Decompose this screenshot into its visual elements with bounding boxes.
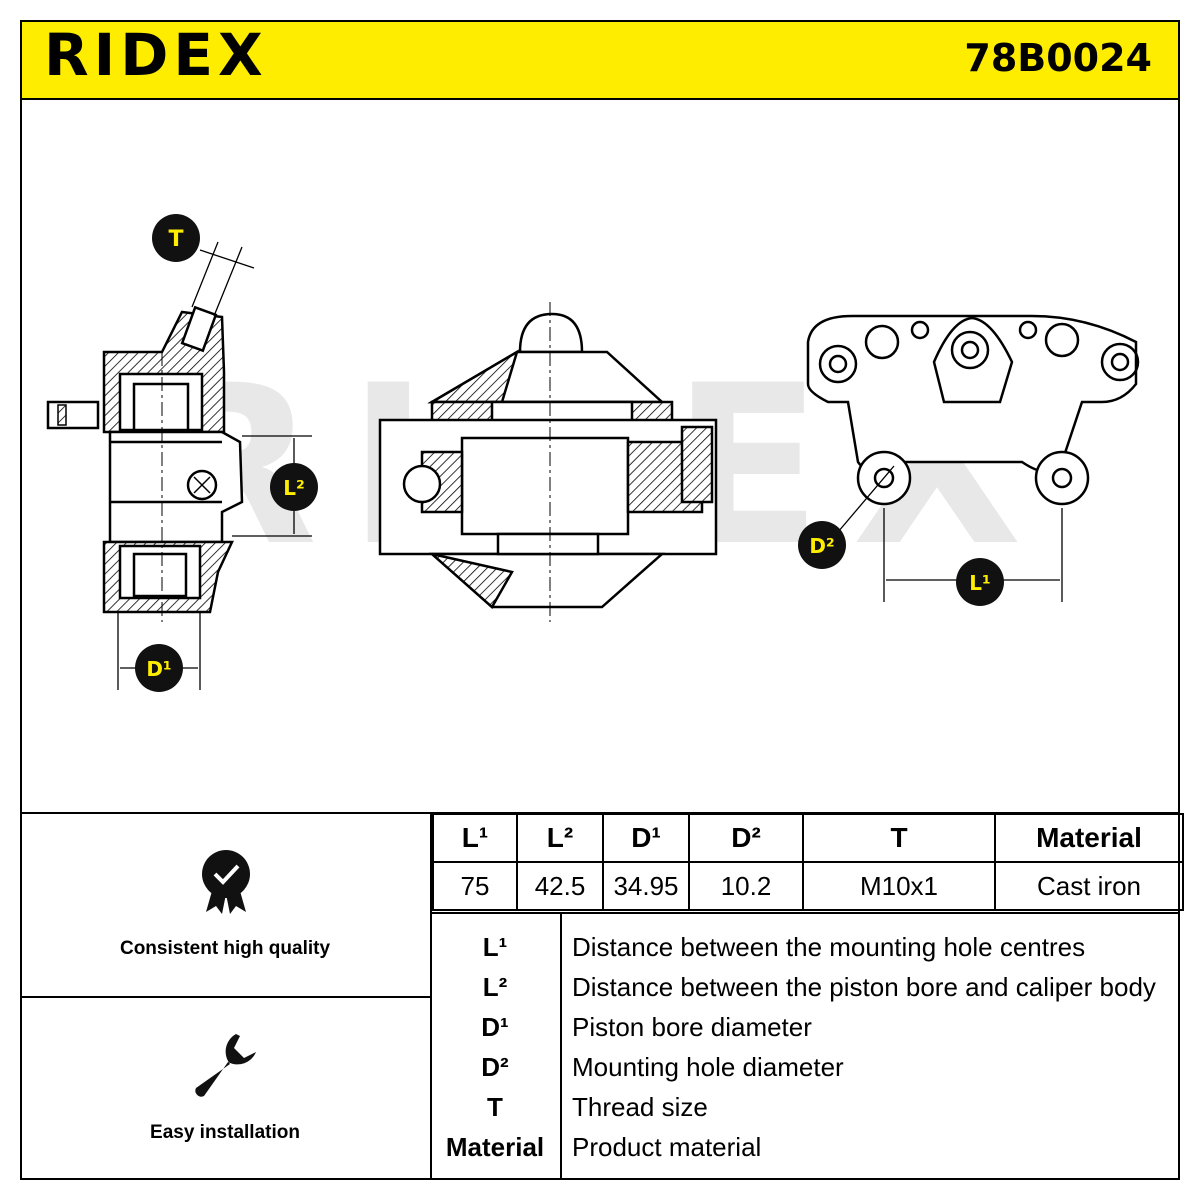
spec-value-cell: 42.5 [516,861,604,911]
caliper-technical-drawing: RIDEX [46,214,1140,692]
badge-l1-label: L¹ [969,571,991,595]
legend-key: Material [445,1131,545,1162]
features-row-divider [20,996,432,998]
wrench-icon [195,1034,256,1097]
feature-label-installation: Easy installation [150,1122,300,1143]
legend-desc: Piston bore diameter [572,1011,812,1042]
legend-desc: Product material [572,1131,762,1162]
legend-desc: Distance between the mounting hole centr… [572,931,1086,962]
thread-dimension [191,241,255,317]
legend-desc: Distance between the piston bore and cal… [572,971,1156,1002]
spec-value-cell: Cast iron [994,861,1184,911]
badge-t: T [152,214,200,262]
badge-l2: L² [270,463,318,511]
back-view [806,314,1140,506]
spec-header-cell: D² [688,813,804,863]
legend-row: Material Product material [432,1127,761,1167]
feature-label-quality: Consistent high quality [119,938,331,959]
legend-key: L² [482,971,508,1002]
badge-d1-label: D¹ [146,657,171,681]
spec-header-cell: D¹ [602,813,690,863]
legend-row: L² Distance between the piston bore and … [432,967,1156,1007]
badge-t-label: T [168,227,183,252]
badge-l2-label: L² [283,476,305,500]
side-section-view [46,305,244,622]
legend-row: L¹ Distance between the mounting hole ce… [432,927,1085,967]
legend-row: T Thread size [432,1087,708,1127]
spec-header-cell: L² [516,813,604,863]
legend-key: L¹ [482,931,508,962]
section-divider-top [20,812,1180,814]
legend-key-divider [560,914,562,1180]
quality-badge-icon [202,850,250,914]
legend-key: D² [481,1051,509,1082]
spec-table: L¹ L² D¹ D² T Material 75 42.5 34.95 10.… [432,813,1184,911]
legend-divider-top [432,912,1180,914]
badge-d1: D¹ [135,644,183,692]
legend-key: T [487,1091,503,1122]
spec-value-cell: M10x1 [802,861,996,911]
legend-desc: Mounting hole diameter [572,1051,844,1082]
brand-logo: RIDEX [44,21,268,89]
legend-row: D¹ Piston bore diameter [432,1007,812,1047]
header-bar [20,20,1180,100]
part-number: 78B0024 [964,36,1152,80]
badge-d2-label: D² [809,534,834,558]
spec-value-cell: 75 [432,861,518,911]
legend-row: D² Mounting hole diameter [432,1047,843,1087]
spec-header-cell: Material [994,813,1184,863]
legend-desc: Thread size [572,1091,708,1122]
spec-header-cell: T [802,813,996,863]
spec-value-cell: 10.2 [688,861,804,911]
spec-header-cell: L¹ [432,813,518,863]
badge-l1: L¹ [956,558,1004,606]
legend-key: D¹ [481,1011,509,1042]
front-section-view [378,302,718,622]
spec-header-row: L¹ L² D¹ D² T Material [432,813,1184,863]
l1-d2-dimension [837,465,1063,602]
spec-value-row: 75 42.5 34.95 10.2 M10x1 Cast iron [432,861,1184,911]
legend: L¹ Distance between the mounting hole ce… [432,915,1178,1179]
badge-d2: D² [798,521,846,569]
spec-value-cell: 34.95 [602,861,690,911]
